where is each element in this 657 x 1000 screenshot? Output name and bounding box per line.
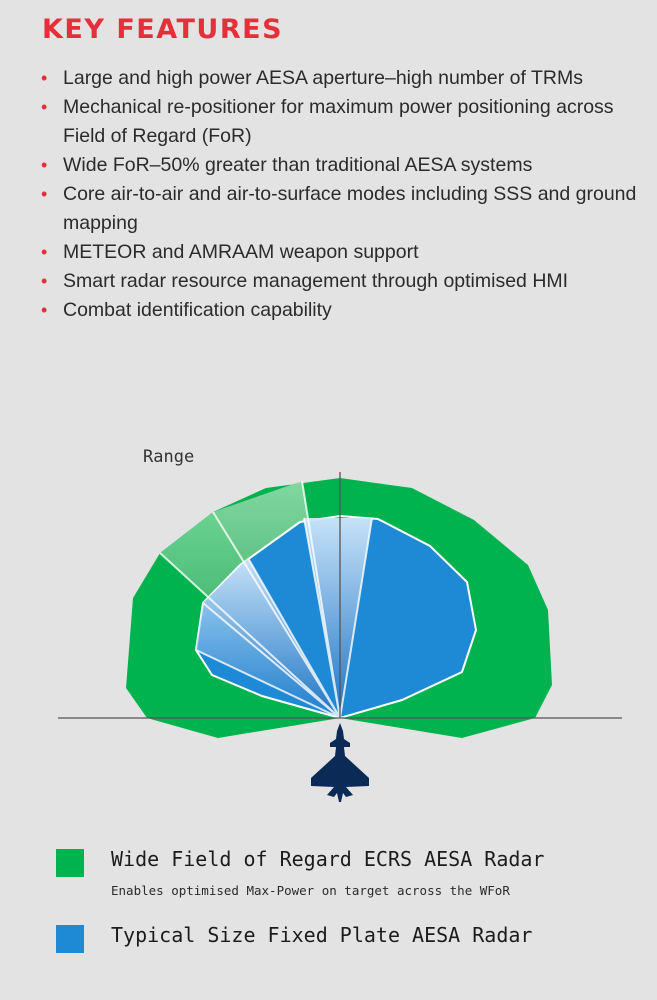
feature-item: • Core air-to-air and air-to-surface mode… — [40, 180, 650, 238]
bullet-icon: • — [41, 300, 48, 320]
bullet-icon: • — [41, 184, 48, 204]
fixed-beam-center — [304, 518, 372, 718]
bullet-icon: • — [41, 155, 48, 175]
feature-text: Smart radar resource management through … — [63, 270, 569, 292]
feature-text: METEOR and AMRAAM weapon support — [63, 241, 419, 263]
fighter-jet-icon — [311, 723, 369, 802]
fixed-beam-left — [203, 558, 340, 718]
range-label: Range — [143, 447, 194, 467]
feature-text: Combat identification capability — [63, 299, 332, 321]
features-list: • Large and high power AESA aperture–high… — [40, 64, 650, 325]
legend-swatch-wide — [56, 849, 84, 877]
legend-sublabel-wide: Enables optimised Max-Power on target ac… — [111, 883, 510, 898]
feature-item: • Wide FoR–50% greater than traditional A… — [40, 151, 650, 180]
radar-coverage-diagram: Range — [58, 447, 622, 802]
legend-item-wide: Wide Field of Regard ECRS AESA Radar Ena… — [56, 845, 636, 921]
bullet-icon: • — [41, 271, 48, 291]
legend-swatch-typical — [56, 925, 84, 953]
feature-text: Wide FoR–50% greater than traditional AE… — [63, 154, 533, 176]
legend: Wide Field of Regard ECRS AESA Radar Ena… — [56, 845, 636, 957]
bullet-icon: • — [41, 68, 48, 88]
feature-item: • Smart radar resource management through… — [40, 267, 650, 296]
legend-label-typical: Typical Size Fixed Plate AESA Radar — [111, 923, 533, 947]
feature-text: Mechanical re-positioner for maximum pow… — [63, 96, 614, 147]
feature-text: Core air-to-air and air-to-surface modes… — [63, 183, 637, 234]
legend-item-typical: Typical Size Fixed Plate AESA Radar — [56, 921, 636, 957]
section-heading: KEY FEATURES — [42, 14, 284, 45]
bullet-icon: • — [41, 242, 48, 262]
legend-label-wide: Wide Field of Regard ECRS AESA Radar — [111, 847, 545, 871]
feature-item: • Combat identification capability — [40, 296, 650, 325]
beam-dividers — [159, 480, 373, 719]
fixed-beam-lower — [196, 603, 340, 718]
bullet-icon: • — [41, 97, 48, 117]
feature-item: • Mechanical re-positioner for maximum po… — [40, 93, 650, 151]
feature-item: • Large and high power AESA aperture–high… — [40, 64, 650, 93]
feature-text: Large and high power AESA aperture–high … — [63, 67, 583, 89]
feature-item: • METEOR and AMRAAM weapon support — [40, 238, 650, 267]
